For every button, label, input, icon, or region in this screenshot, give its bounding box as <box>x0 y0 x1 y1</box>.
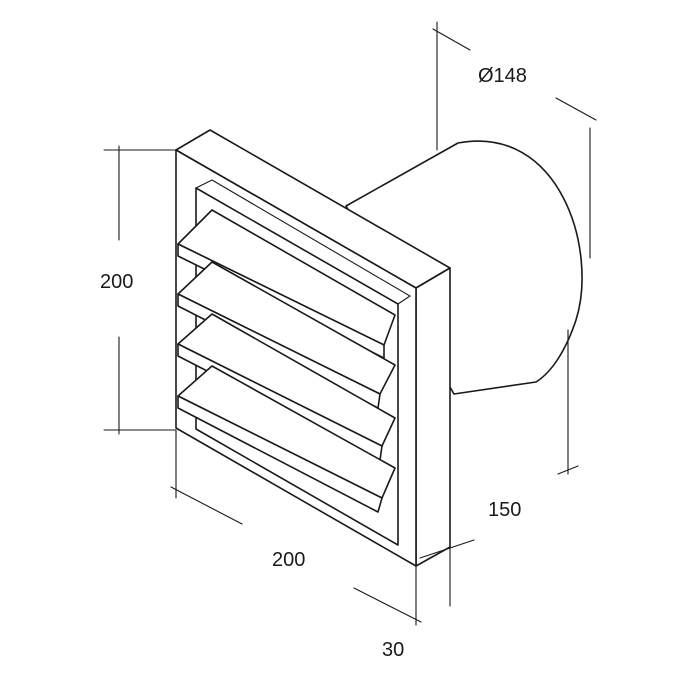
louvre-blade-3 <box>177 313 396 461</box>
dimension-height: 200 <box>100 145 177 435</box>
diameter-label: Ø148 <box>478 65 527 87</box>
dimension-width: 200 <box>170 429 305 571</box>
louvre-blades <box>177 209 396 513</box>
frame-right-face <box>415 267 451 567</box>
frame-recess-edge <box>195 179 412 305</box>
dimension-diameter: Ø148 <box>432 21 597 259</box>
dimension-depth: 150 <box>419 329 579 559</box>
width-label: 200 <box>272 549 305 571</box>
louvre-blade-4 <box>177 365 396 513</box>
dimension-frame-depth: 30 <box>353 546 451 661</box>
depth-label: 150 <box>488 499 521 521</box>
round-duct-spigot <box>345 140 583 395</box>
frame-depth-label: 30 <box>382 639 404 661</box>
height-label: 200 <box>100 271 133 293</box>
duct-body <box>345 140 583 395</box>
